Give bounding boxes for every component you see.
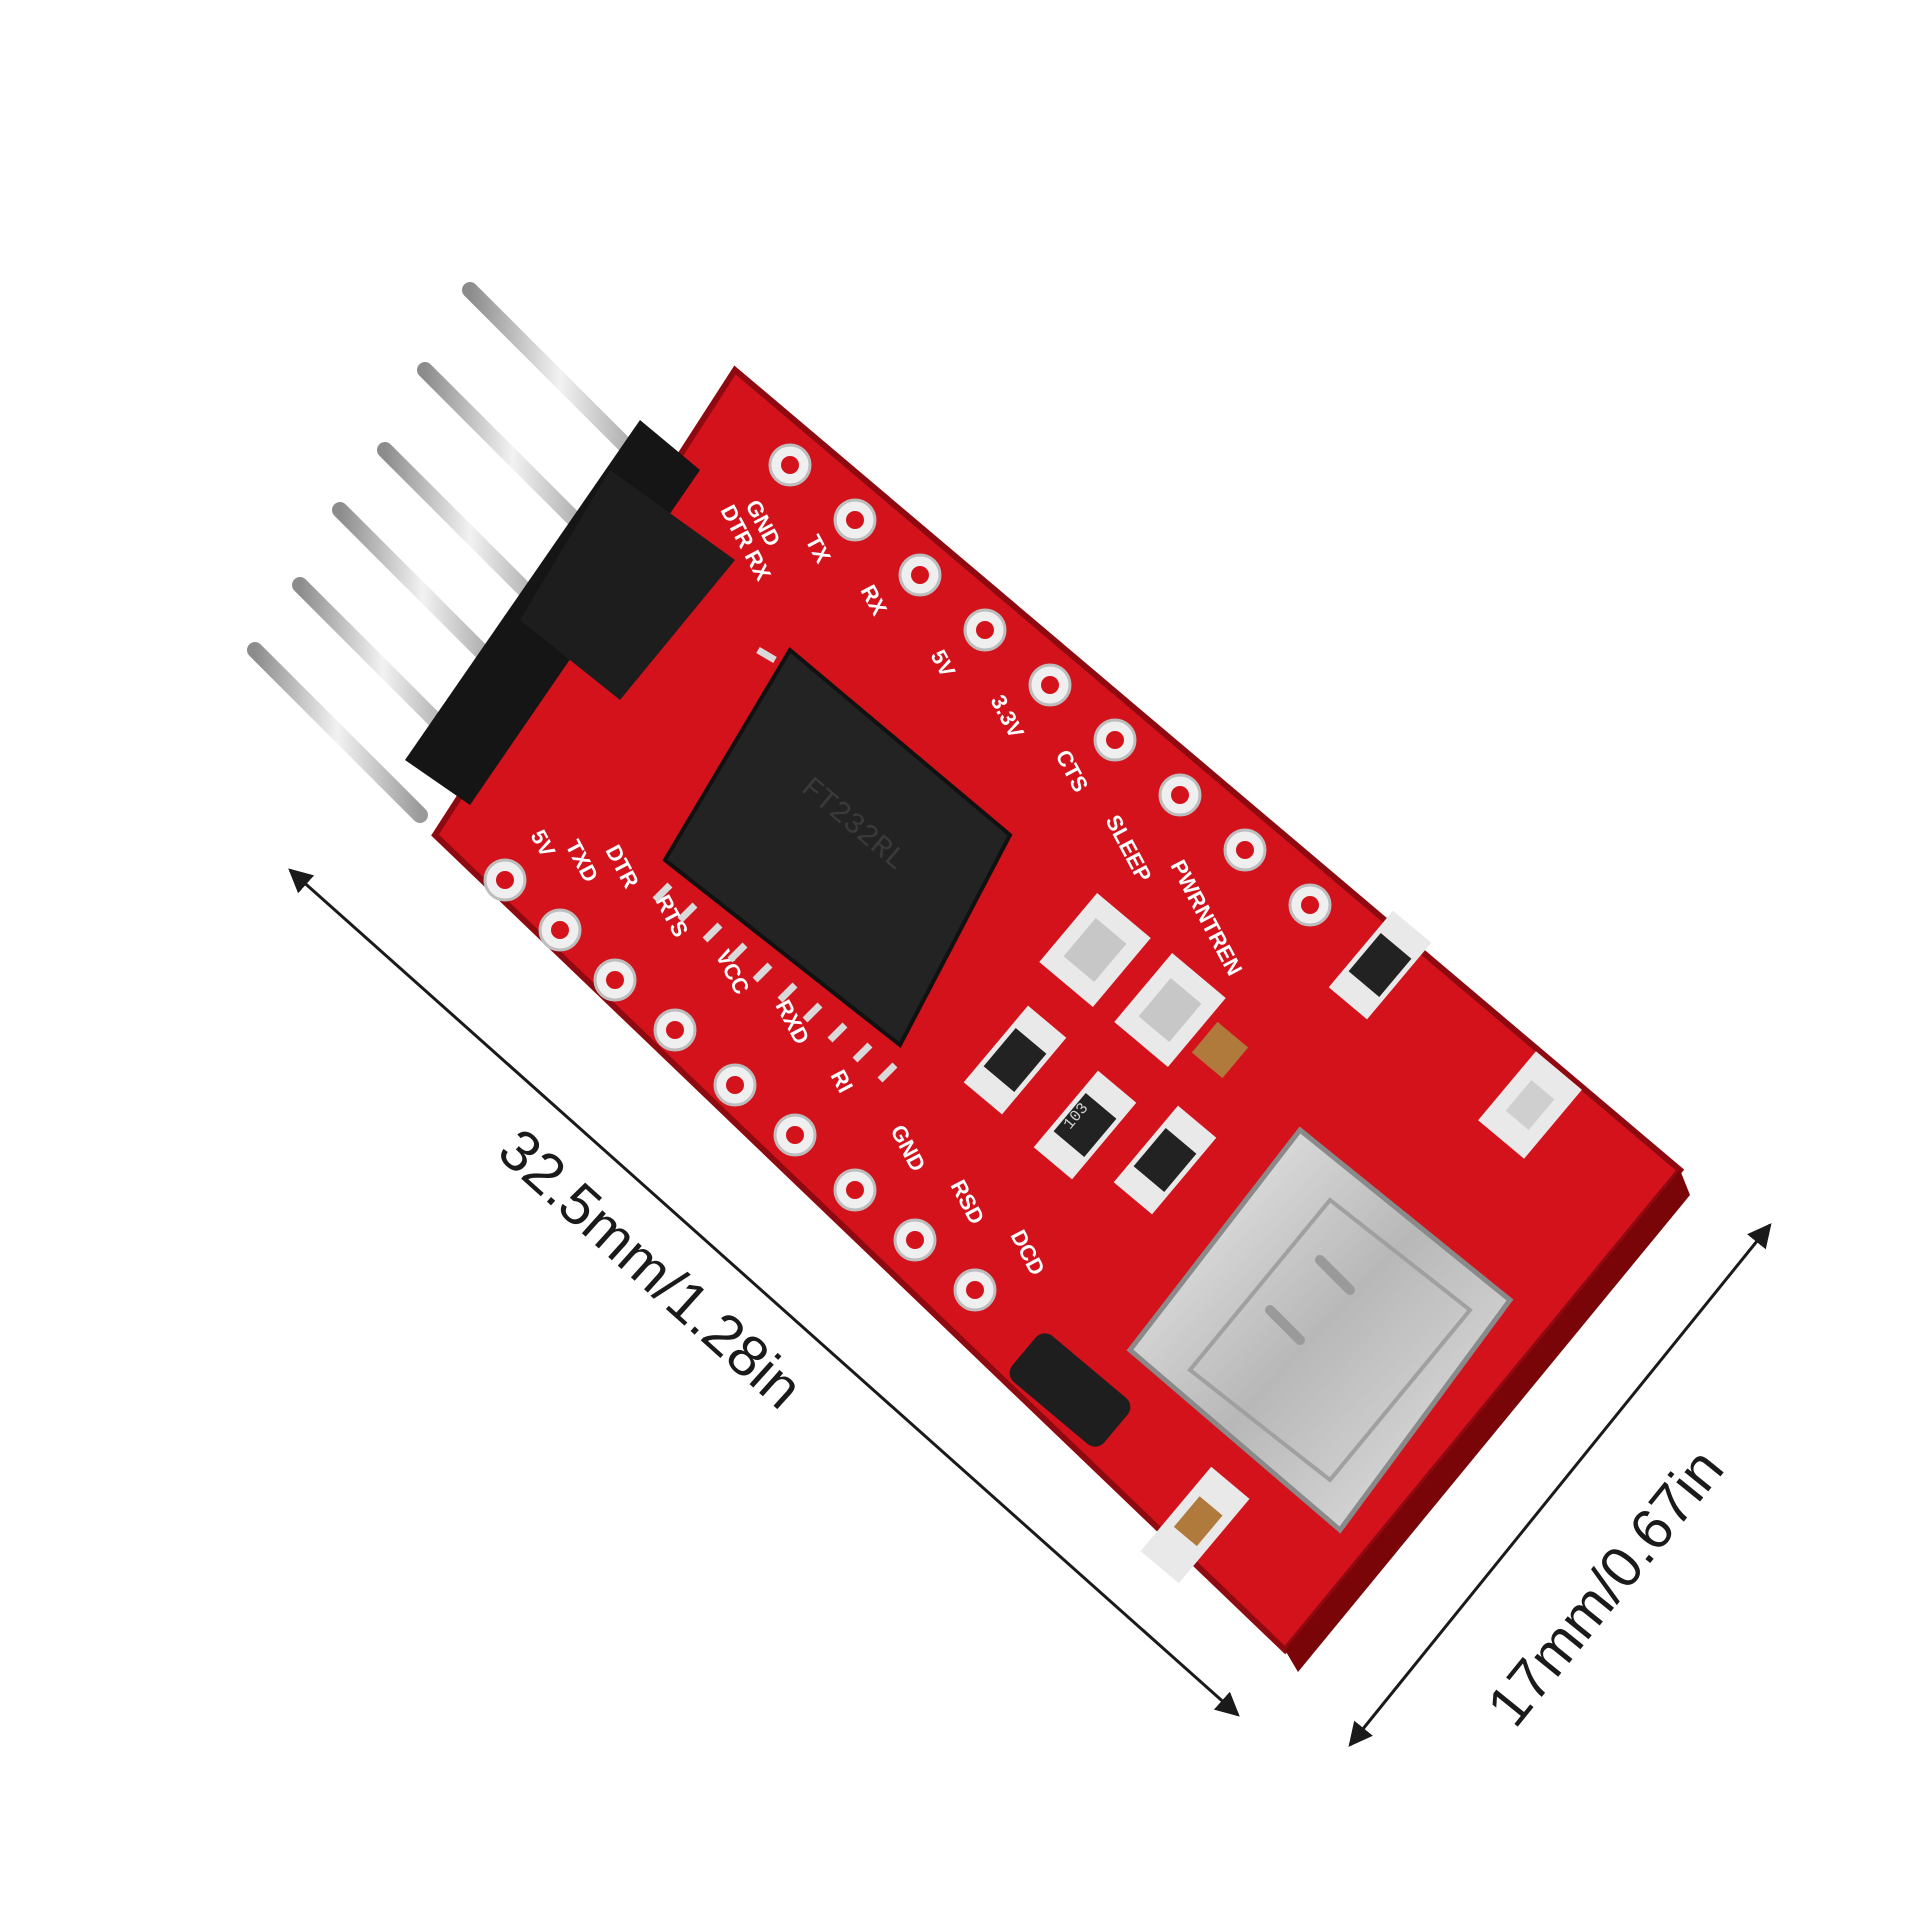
header-housing [405,420,735,805]
header-pins [247,282,658,823]
length-label: 32.5mm/1.28in [486,1116,815,1421]
width-label: 17mm/0.67in [1475,1437,1737,1738]
